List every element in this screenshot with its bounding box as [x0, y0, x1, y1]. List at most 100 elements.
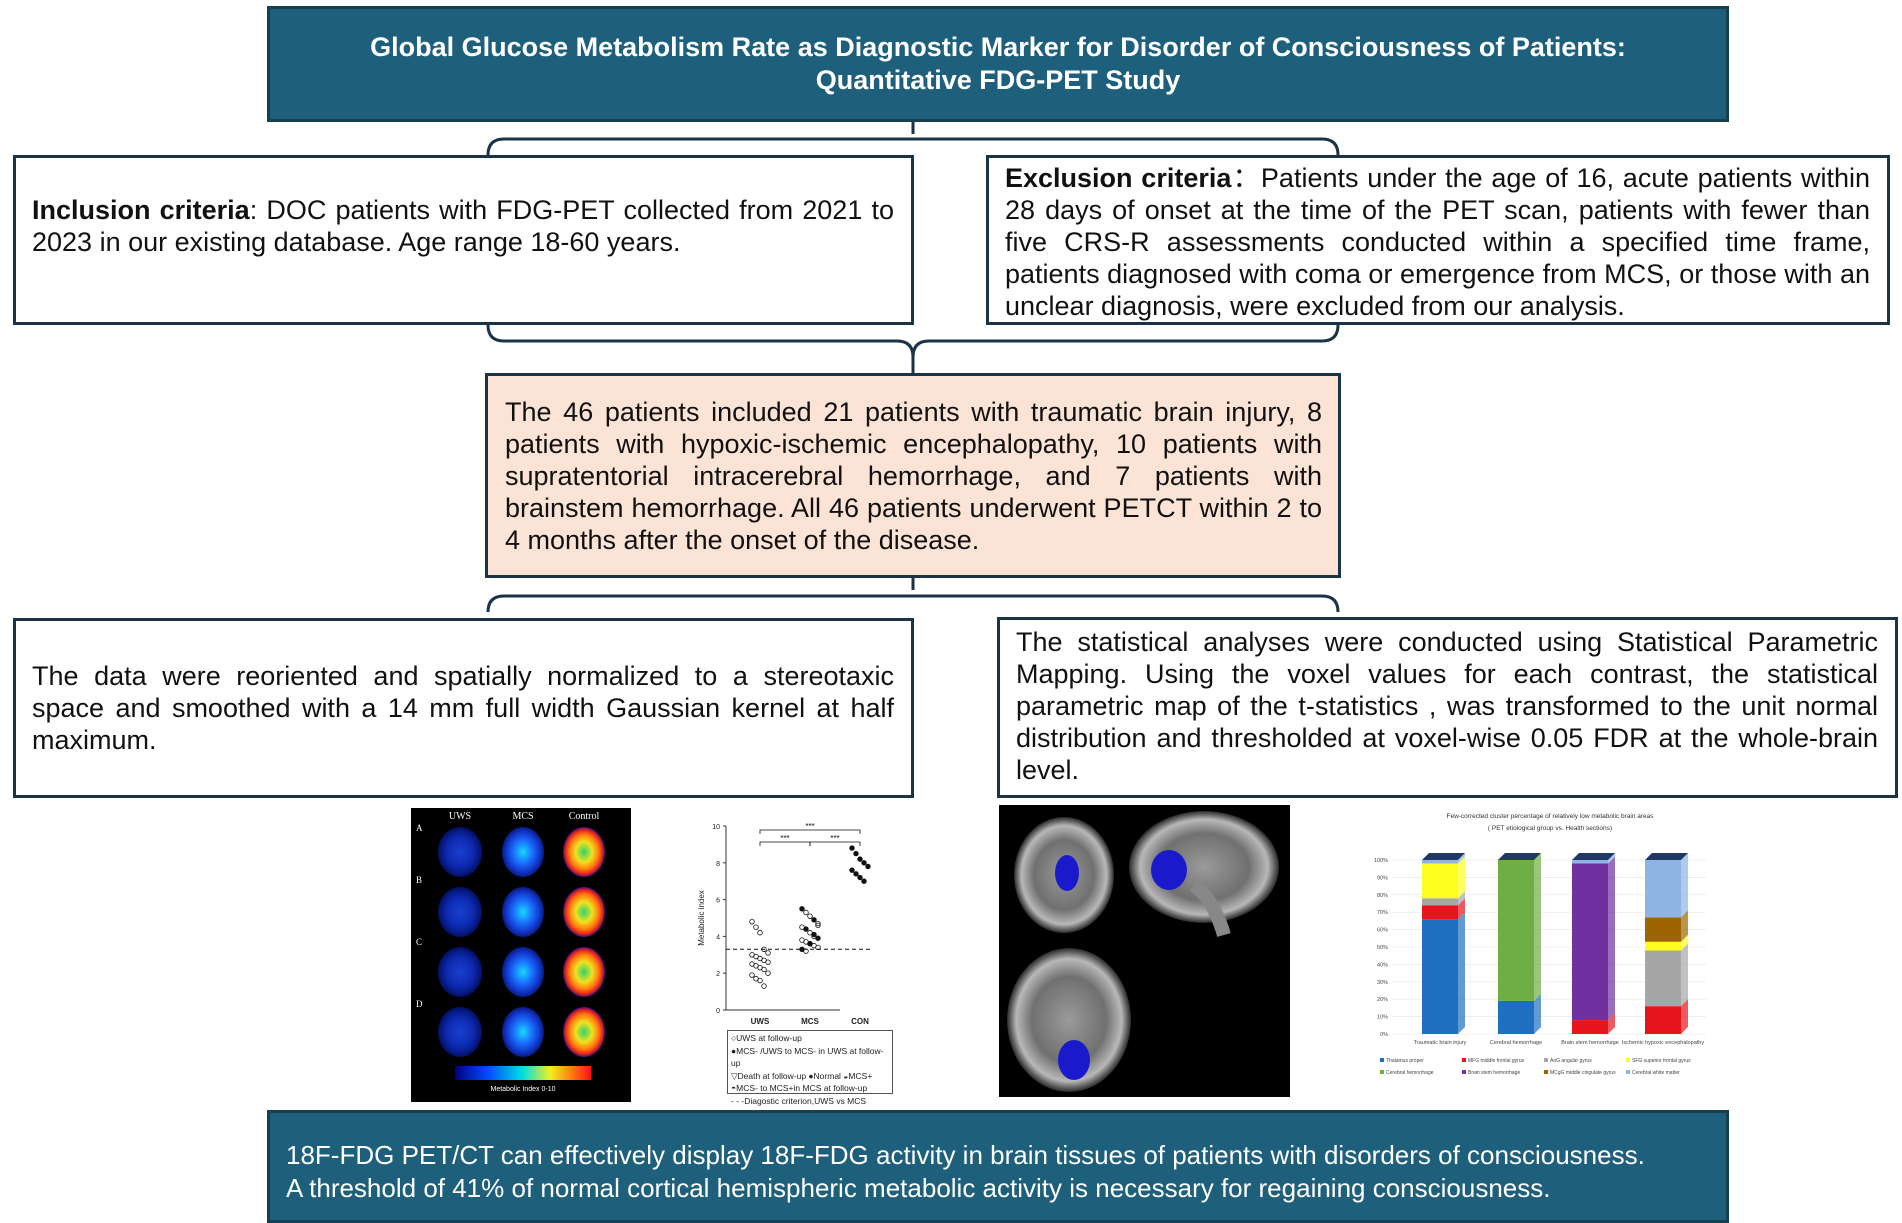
bar-y-tick-label: 30%	[1377, 980, 1388, 986]
exclusion-text: ：Patients under the age of 16, acute pat…	[1005, 163, 1870, 321]
bar-legend-swatch	[1626, 1058, 1630, 1062]
bar-legend-label: Cerebral hemorrhage	[1386, 1070, 1434, 1076]
scatter-point-con	[857, 856, 863, 862]
scatter-legend: ○UWS at follow-up ●MCS- /UWS to MCS- in …	[727, 1030, 893, 1106]
scatter-point-mcs	[803, 909, 809, 916]
scatter-legend-item: ○UWS at follow-up	[731, 1033, 802, 1043]
scatter-point-uws	[753, 924, 759, 930]
pet-brain-slices	[438, 827, 605, 1057]
bar-legend-swatch	[1626, 1070, 1630, 1074]
scatter-point-mcs	[815, 922, 821, 929]
bar-legend-label: MFG middle frontal gyrus	[1468, 1058, 1525, 1064]
bar-y-tick-label: 80%	[1377, 893, 1388, 899]
bar-y-tick-label: 40%	[1377, 962, 1388, 968]
scatter-point-uws	[757, 930, 763, 936]
bar-segment	[1572, 863, 1608, 1021]
bar-segment-side	[1681, 943, 1688, 1007]
scatter-point-uws	[765, 959, 771, 965]
title-line-1: Global Glucose Metabolism Rate as Diagno…	[370, 32, 1626, 62]
bar-segment-side	[1458, 898, 1465, 920]
bar-y-tick-label: 70%	[1377, 910, 1388, 916]
statistics-box: The statistical analyses were conducted …	[997, 617, 1898, 798]
bar-segment-side	[1458, 891, 1465, 906]
scatter-point-mcs	[815, 920, 821, 927]
scatter-y-tick-label: 2	[716, 971, 720, 978]
preprocessing-text: The data were reoriented and spatially n…	[32, 661, 894, 755]
bar-segment	[1422, 919, 1458, 1034]
bar-top-cap	[1645, 853, 1688, 860]
scatter-point-mcs	[815, 944, 821, 951]
bar-segment	[1645, 1006, 1681, 1034]
cluster-percentage-svg: Few-corrected cluster percentage of rela…	[1374, 813, 1706, 1076]
bar-y-tick-label: 50%	[1377, 945, 1388, 951]
scatter-significance-label: ***	[780, 834, 789, 843]
bar-y-tick-label: 20%	[1377, 997, 1388, 1003]
scatter-point-uws	[761, 946, 767, 952]
cluster-percentage-chart: Few-corrected cluster percentage of rela…	[1360, 808, 1716, 1098]
scatter-x-tick-label: CON	[851, 1017, 869, 1026]
scatter-significance-label: ***	[830, 834, 839, 843]
inclusion-text: : DOC patients with FDG-PET collected fr…	[32, 195, 894, 257]
scatter-point-mcs	[815, 935, 821, 941]
pet-colorbar	[455, 1066, 591, 1080]
scatter-y-tick-label: 10	[712, 824, 720, 831]
preprocessing-box: The data were reoriented and spatially n…	[13, 618, 914, 798]
patients-summary-box: The 46 patients included 21 patients wit…	[485, 373, 1341, 578]
scatter-point-con	[853, 871, 859, 877]
bar-legend-label: Brain stem hemorrhage	[1468, 1070, 1520, 1076]
scatter-point-mcs	[799, 906, 805, 912]
bar-legend-label: MCgG middle cingulate gyrus	[1550, 1070, 1616, 1076]
scatter-point-con	[865, 863, 871, 870]
scatter-point-mcs	[807, 913, 813, 919]
scatter-legend-item: ▽Death at follow-up ●Normal ◒MCS+	[731, 1070, 873, 1081]
bar-y-tick-label: 100%	[1374, 858, 1388, 864]
scatter-legend-item: ●MCS- /UWS to MCS- in UWS at follow-up	[731, 1045, 884, 1069]
bar-legend-swatch	[1544, 1070, 1548, 1074]
scatter-point-con	[861, 860, 867, 866]
bar-segment	[1498, 860, 1534, 1001]
scatter-point-uws	[757, 977, 763, 984]
bar-segment	[1572, 860, 1608, 864]
bar-x-tick-label: Ischemic hypoxic encephalopathy	[1622, 1040, 1704, 1046]
bar-segment-side	[1681, 910, 1688, 942]
scatter-point-mcs	[803, 926, 809, 932]
pet-colorbar-label: Metabolic Index 0-10	[491, 1086, 556, 1093]
bar-legend-label: Cerebral white matter	[1632, 1070, 1680, 1076]
pet-col-control: Control	[569, 811, 600, 822]
bar-top-cap	[1422, 853, 1465, 860]
bar-segment-side	[1681, 999, 1688, 1034]
scatter-significance-label: ***	[805, 822, 814, 831]
bar-segment	[1422, 860, 1458, 864]
mri-sagittal-slice	[1129, 811, 1279, 938]
bar-segment	[1645, 941, 1681, 951]
bar-chart-title: Few-corrected cluster percentage of rela…	[1446, 813, 1654, 820]
scatter-point-con	[861, 878, 867, 884]
bar-segment-side	[1534, 853, 1541, 1001]
scatter-point-uws	[749, 918, 755, 925]
scatter-point-uws	[761, 983, 767, 989]
conclusion-banner: 18F-FDG PET/CT can effectively display 1…	[267, 1110, 1729, 1223]
bar-x-tick-label: Traumatic brain injury	[1414, 1040, 1467, 1046]
scatter-point-mcs	[811, 917, 817, 923]
bar-y-tick-label: 60%	[1377, 928, 1388, 934]
bar-legend-swatch	[1462, 1070, 1466, 1074]
bar-segment-side	[1608, 853, 1615, 864]
inclusion-heading: Inclusion criteria	[32, 195, 250, 225]
scatter-point-uws	[749, 972, 755, 978]
bar-top-cap	[1572, 853, 1615, 860]
bar-segment	[1645, 950, 1681, 1007]
bar-x-tick-label: Cerebral hemorrhage	[1490, 1040, 1542, 1046]
bar-legend-label: SFG superior frontal gyrus	[1632, 1058, 1691, 1064]
pet-row-c: C	[416, 937, 422, 947]
pet-slices-svg: UWS MCS Control A B C D Metabolic Index …	[416, 811, 605, 1093]
statistics-text: The statistical analyses were conducted …	[1016, 627, 1878, 785]
scatter-significance-bracket	[809, 841, 861, 846]
bar-segment	[1498, 1000, 1534, 1034]
scatter-x-tick-label: MCS	[801, 1017, 819, 1026]
pet-col-uws: UWS	[449, 811, 471, 822]
scatter-significance-bracket	[759, 829, 861, 834]
bar-legend-swatch	[1380, 1058, 1384, 1062]
scatter-point-con	[853, 850, 859, 857]
bar-top-cap	[1498, 853, 1541, 860]
bar-y-tick-label: 10%	[1377, 1015, 1388, 1021]
